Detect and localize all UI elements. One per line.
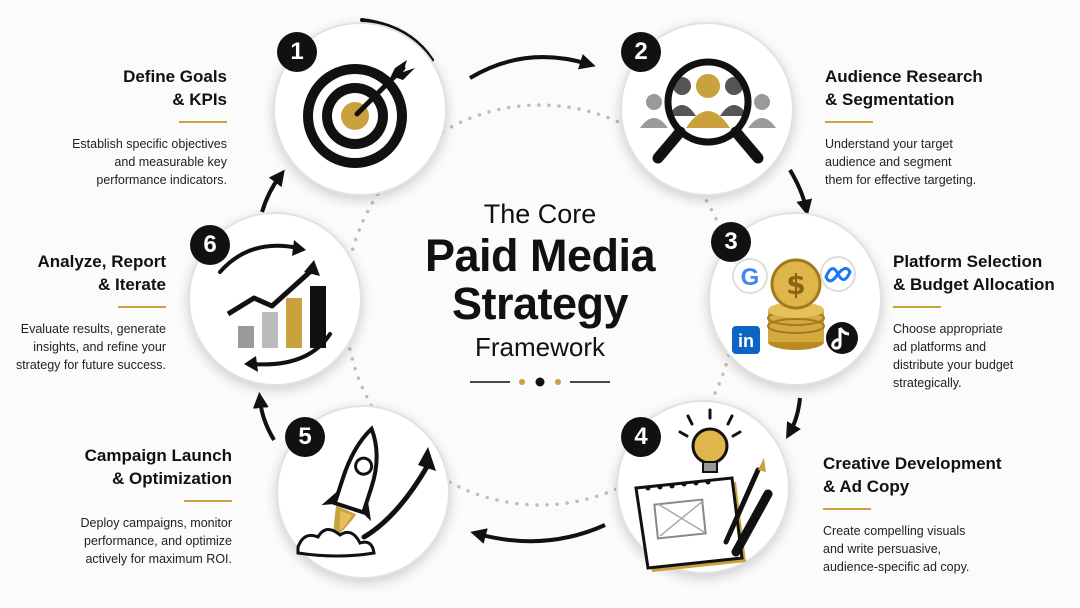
step-2-rule: [825, 121, 873, 123]
step-2-description: Understand your target audience and segm…: [825, 137, 977, 187]
title-divider: [470, 377, 610, 387]
pen-icon: [731, 489, 773, 557]
platform-budget-icon: $ G in: [732, 256, 858, 354]
rocket-icon: [296, 425, 436, 558]
step-6-description: Evaluate results, generate insights, and…: [15, 322, 166, 372]
arrow-1-to-2: [468, 54, 596, 80]
step-6-number: 6: [190, 225, 230, 265]
step-3-description: Choose appropriate ad platforms and dist…: [893, 322, 1014, 390]
step-1-node: [273, 22, 447, 196]
brush-icon: [723, 467, 761, 545]
arrow-5-to-6: [252, 392, 276, 442]
step-4-number: 4: [621, 417, 661, 457]
step-2-number: 2: [621, 32, 661, 72]
framework-title: The Core Paid Media Strategy Framework: [400, 196, 680, 390]
step-3-number: 3: [711, 222, 751, 262]
step-3-text: Platform Selection & Budget Allocation C…: [893, 250, 1078, 392]
title-main-line1: Paid Media: [424, 230, 656, 281]
step-2-node: [620, 22, 794, 196]
coin-stack-icon: [767, 258, 825, 350]
step-4-node: [616, 400, 790, 574]
step-6-rule: [118, 306, 166, 308]
step-5-description: Deploy campaigns, monitor performance, a…: [80, 516, 232, 566]
step-5-text: Campaign Launch & Optimization Deploy ca…: [2, 444, 232, 568]
step-2-text: Audience Research & Segmentation Underst…: [825, 65, 1055, 189]
tiktok-badge-icon: [826, 322, 858, 354]
audience-magnifier-icon: [640, 58, 776, 164]
creative-lightbulb-icon: [634, 408, 773, 572]
linkedin-letters: in: [738, 331, 754, 351]
step-5-rule: [184, 500, 232, 502]
arrow-2-to-3: [788, 168, 813, 216]
step-4-title: Creative Development & Ad Copy: [823, 454, 1002, 496]
dollar-sign: $: [786, 268, 805, 301]
title-pre: The Core: [483, 199, 597, 229]
growth-chart-icon: [218, 240, 332, 372]
step-3-title: Platform Selection & Budget Allocation: [893, 252, 1055, 294]
title-post: Framework: [474, 332, 605, 362]
linkedin-badge-icon: [732, 326, 760, 354]
step-6-text: Analyze, Report & Iterate Evaluate resul…: [0, 250, 166, 374]
step-6-title: Analyze, Report & Iterate: [37, 252, 166, 294]
target-icon: [303, 60, 415, 168]
google-letter: G: [741, 264, 760, 291]
step-5-number: 5: [285, 417, 325, 457]
step-2-title: Audience Research & Segmentation: [825, 67, 983, 109]
arrow-4-to-5: [470, 523, 606, 544]
step-1-title: Define Goals & KPIs: [123, 67, 227, 109]
notebook-icon: [634, 476, 746, 572]
step-4-description: Create compelling visuals and write pers…: [823, 524, 970, 574]
step-6-node: [188, 212, 362, 386]
step-4-rule: [823, 508, 871, 510]
step-1-text: Define Goals & KPIs Establish specific o…: [0, 65, 227, 189]
step-5-title: Campaign Launch & Optimization: [84, 446, 232, 488]
step-3-rule: [893, 306, 941, 308]
arrow-3-to-4: [786, 397, 802, 439]
step-4-text: Creative Development & Ad Copy Create co…: [823, 452, 1053, 576]
step-1-rule: [179, 121, 227, 123]
launch-trail-arrow: [361, 462, 431, 540]
google-badge-icon: [732, 258, 768, 294]
smoke-cloud: [296, 528, 376, 558]
title-main-line2: Strategy: [451, 278, 629, 329]
step-1-description: Establish specific objectives and measur…: [72, 137, 227, 187]
step-1-number: 1: [277, 32, 317, 72]
